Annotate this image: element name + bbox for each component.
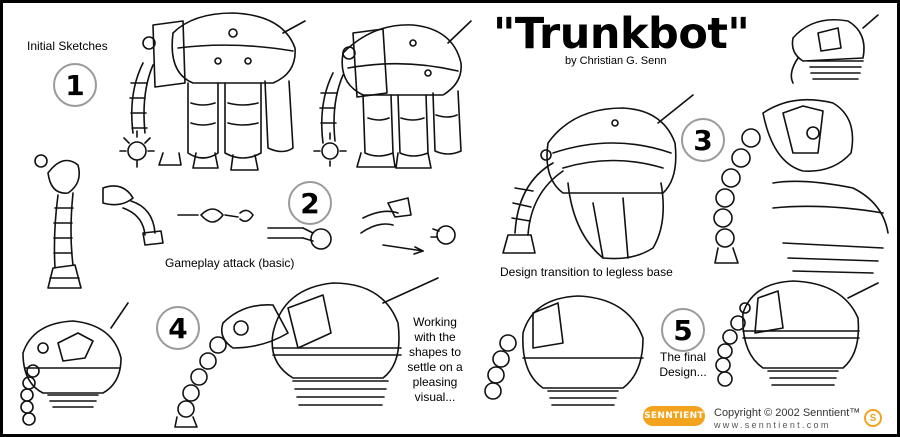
senntient-logo: SENNTIENT — [643, 406, 705, 426]
sketch-attack-sequence — [102, 185, 456, 255]
sketch-final-small — [20, 302, 129, 426]
step-badge-5: 5 — [661, 308, 705, 352]
step-badge-3: 3 — [681, 118, 725, 162]
label-gameplay-attack: Gameplay attack (basic) — [165, 256, 295, 270]
sketch-head-small — [790, 14, 879, 84]
sketch-working-robot — [174, 277, 439, 428]
sketch-round-robot-5a — [484, 295, 644, 406]
byline: by Christian G. Senn — [565, 55, 667, 67]
sketch-initial-robot-front — [119, 12, 306, 171]
sketch-trunk-left — [34, 154, 82, 289]
design-sheet: "Trunkbot" by Christian G. Senn Initial … — [3, 3, 897, 434]
label-design-transition: Design transition to legless base — [500, 265, 673, 279]
page-title: "Trunkbot" — [493, 9, 750, 59]
step-badge-4: 4 — [156, 306, 200, 350]
sketch-transition-robot — [502, 94, 694, 260]
step-badge-2: 2 — [288, 181, 332, 225]
step-badge-1: 1 — [53, 63, 97, 107]
label-initial-sketches: Initial Sketches — [27, 39, 108, 53]
sketch-round-robot-5b — [715, 280, 879, 387]
sketch-trunk-closeup — [713, 98, 889, 274]
copyright-text: Copyright © 2002 Senntient™ — [714, 407, 861, 419]
sketch-artwork — [20, 12, 889, 428]
senntient-mark-icon: S — [864, 409, 882, 427]
label-working-shapes: Working with the shapes to settle on a p… — [407, 315, 463, 404]
sketch-initial-robot-three-quarter — [313, 20, 472, 169]
label-final-design: The final Design... — [659, 350, 707, 379]
website-link[interactable]: www.senntient.com — [714, 420, 831, 430]
